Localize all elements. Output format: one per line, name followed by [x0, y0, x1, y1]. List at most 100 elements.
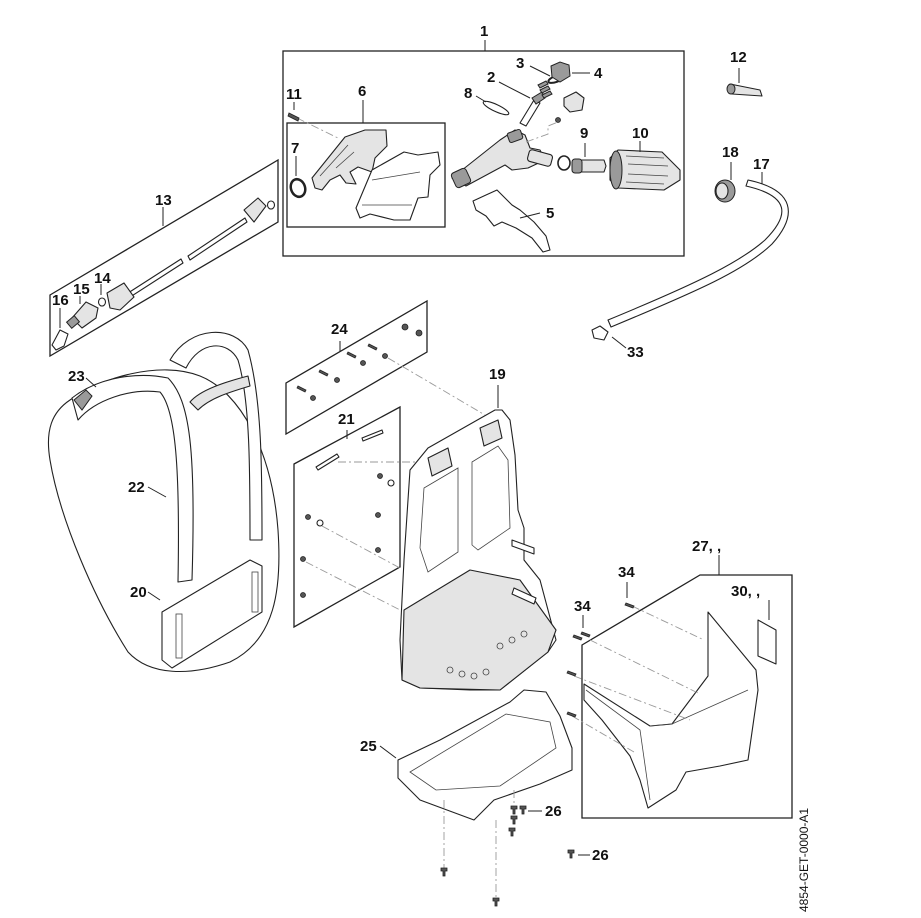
- group-frame-13: [49, 158, 279, 358]
- callout-19: 19: [489, 366, 506, 383]
- group-27-housing-cover: [566, 555, 793, 819]
- part-6-handle-shell-right: [355, 151, 441, 221]
- part-21-pin-1: [315, 453, 340, 471]
- callout-6: 6: [358, 83, 366, 100]
- part-18-hose-nut-face: [715, 182, 729, 200]
- part-21-screw: [300, 556, 306, 562]
- part-16-nozzle-tip: [51, 329, 69, 351]
- callout-labels: 1 2 3 4 5 6 7 8 9 10 11 12 13 14 15 16 1…: [52, 23, 770, 864]
- part-21-washer: [316, 519, 324, 527]
- guide-line-21b: [321, 525, 401, 569]
- part-21-screw: [377, 473, 383, 479]
- part-2-valve-stem: [519, 99, 541, 127]
- leader-25: [379, 745, 397, 759]
- guide-line-34d: [571, 715, 635, 753]
- frame-hole: [446, 666, 454, 674]
- part-21-screw: [305, 514, 311, 520]
- part-19-window-left: [419, 467, 459, 573]
- part-27-cover-inner: [585, 689, 749, 801]
- part-24-screw: [367, 343, 378, 351]
- part-25-bottom-tray-group: [379, 689, 590, 907]
- part-24-nut: [360, 360, 366, 366]
- part-24-screw: [346, 351, 357, 359]
- part-19-pin: [511, 539, 535, 555]
- part-34-screw: [572, 634, 583, 641]
- part-valve-outlet: [526, 149, 554, 167]
- part-26-screw: [492, 897, 500, 907]
- part-10-union-nut-end: [609, 150, 623, 190]
- part-5-trigger-lever: [472, 189, 551, 253]
- callout-23: 23: [68, 368, 85, 385]
- callout-15: 15: [73, 281, 90, 298]
- callout-8: 8: [464, 85, 472, 102]
- callout-26a: 26: [545, 803, 562, 820]
- group-frame-1: [282, 50, 685, 257]
- part-34-screw: [624, 602, 635, 609]
- leader-33: [611, 336, 627, 349]
- part-22-strap-loop: [189, 375, 251, 411]
- part-26-screw: [519, 805, 527, 815]
- callout-9: 9: [580, 125, 588, 142]
- group-frame-21: [293, 405, 401, 629]
- part-19-mount-plate-right: [479, 419, 503, 447]
- leader-3: [529, 65, 551, 77]
- part-valve-top-thread: [506, 128, 524, 144]
- leader-5: [519, 212, 541, 219]
- part-outlet-o-ring: [557, 155, 571, 171]
- callout-2: 2: [487, 69, 495, 86]
- part-24-nut: [310, 395, 316, 401]
- part-13-tube-nut-top: [243, 197, 267, 223]
- leader-20: [147, 591, 161, 601]
- part-12-filter-insert-end: [726, 83, 736, 95]
- group-frame-24: [285, 299, 428, 436]
- part-14-washer: [97, 297, 107, 307]
- callout-1: 1: [480, 23, 488, 40]
- part-8-o-ring: [482, 100, 510, 116]
- part-24-screw: [318, 369, 329, 377]
- part-11-screw: [287, 112, 300, 122]
- frame-hole: [496, 642, 504, 650]
- callout-33: 33: [627, 344, 644, 361]
- callout-22: 22: [128, 479, 145, 496]
- part-valve-inlet-nut: [450, 167, 472, 189]
- callout-26b: 26: [592, 847, 609, 864]
- callout-30: 30, ,: [731, 583, 760, 600]
- part-22-shoulder-strap-back: [169, 331, 263, 541]
- group-1-valve-assembly: [282, 40, 685, 257]
- part-19-base-tray: [401, 569, 557, 691]
- part-24-screw-head: [401, 323, 409, 331]
- part-26-screw: [508, 827, 516, 837]
- callout-3: 3: [516, 55, 524, 72]
- part-34-screw: [566, 670, 577, 677]
- callout-10: 10: [632, 125, 649, 142]
- part-24-screw: [296, 385, 307, 393]
- frame-hole: [470, 672, 478, 680]
- part-9-filter-head: [571, 158, 583, 174]
- part-27-housing-cover: [583, 611, 759, 809]
- guide-line-21c: [305, 561, 405, 613]
- group-frame-27: [581, 574, 793, 819]
- callout-7: 7: [291, 140, 299, 157]
- frame-hole: [482, 668, 490, 676]
- group-13-spray-tube: [49, 158, 279, 358]
- guide-line-24: [387, 357, 486, 416]
- part-6-detail: [319, 144, 355, 177]
- part-21-screw: [375, 512, 381, 518]
- part-23-buckle: [73, 389, 93, 411]
- part-30-label: [757, 619, 777, 665]
- callout-4: 4: [594, 65, 603, 82]
- part-19-carrier-frame: [399, 385, 557, 691]
- part-25-tray-inner: [409, 713, 557, 791]
- callout-12: 12: [730, 49, 747, 66]
- part-24-screw-head: [415, 329, 423, 337]
- part-7-o-ring: [289, 177, 307, 199]
- part-13-tube-nut-bottom: [106, 282, 135, 311]
- fastener-kit-21-items: [300, 473, 395, 598]
- part-25-bottom-tray: [397, 689, 573, 821]
- part-26-screw: [510, 815, 518, 825]
- document-id: 4854-GET-0000-A1: [797, 808, 811, 912]
- guide-line-34b: [589, 639, 701, 695]
- screw-set-24-items: [296, 323, 423, 401]
- callout-34a: 34: [618, 564, 635, 581]
